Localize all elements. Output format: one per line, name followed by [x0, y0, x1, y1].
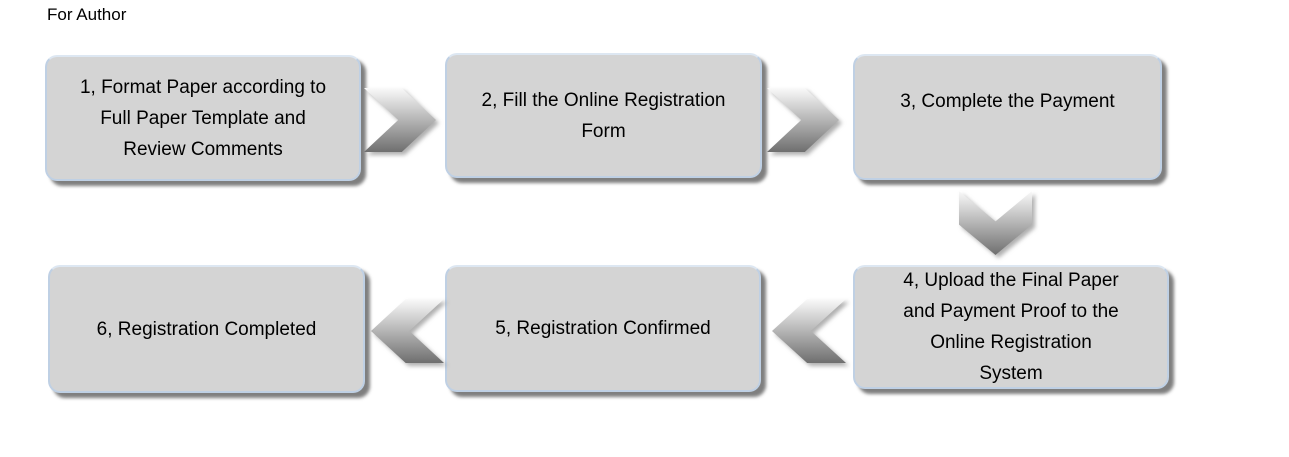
step-box-6: 6, Registration Completed	[48, 265, 365, 393]
arrow-right-icon	[767, 88, 839, 152]
arrow-down-icon	[959, 191, 1032, 255]
step-box-2: 2, Fill the Online Registration Form	[445, 53, 762, 178]
step-label-1: 1, Format Paper according to Full Paper …	[79, 76, 327, 160]
arrow-right-icon	[364, 88, 436, 152]
arrow-left-icon	[772, 299, 846, 363]
step-box-1: 1, Format Paper according to Full Paper …	[45, 55, 361, 181]
step-box-4: 4, Upload the Final Paper and Payment Pr…	[853, 265, 1169, 389]
page-title: For Author	[47, 5, 127, 24]
step-label-4: 4, Upload the Final Paper and Payment Pr…	[903, 270, 1119, 384]
step-label-6: 6, Registration Completed	[96, 318, 317, 340]
step-box-5: 5, Registration Confirmed	[445, 265, 761, 392]
arrow-left-icon	[371, 299, 444, 363]
step-label-2: 2, Fill the Online Registration Form	[481, 89, 726, 142]
step-box-3: 3, Complete the Payment	[853, 54, 1162, 180]
step-label-3: 3, Complete the Payment	[900, 90, 1115, 112]
step-label-5: 5, Registration Confirmed	[495, 318, 711, 339]
